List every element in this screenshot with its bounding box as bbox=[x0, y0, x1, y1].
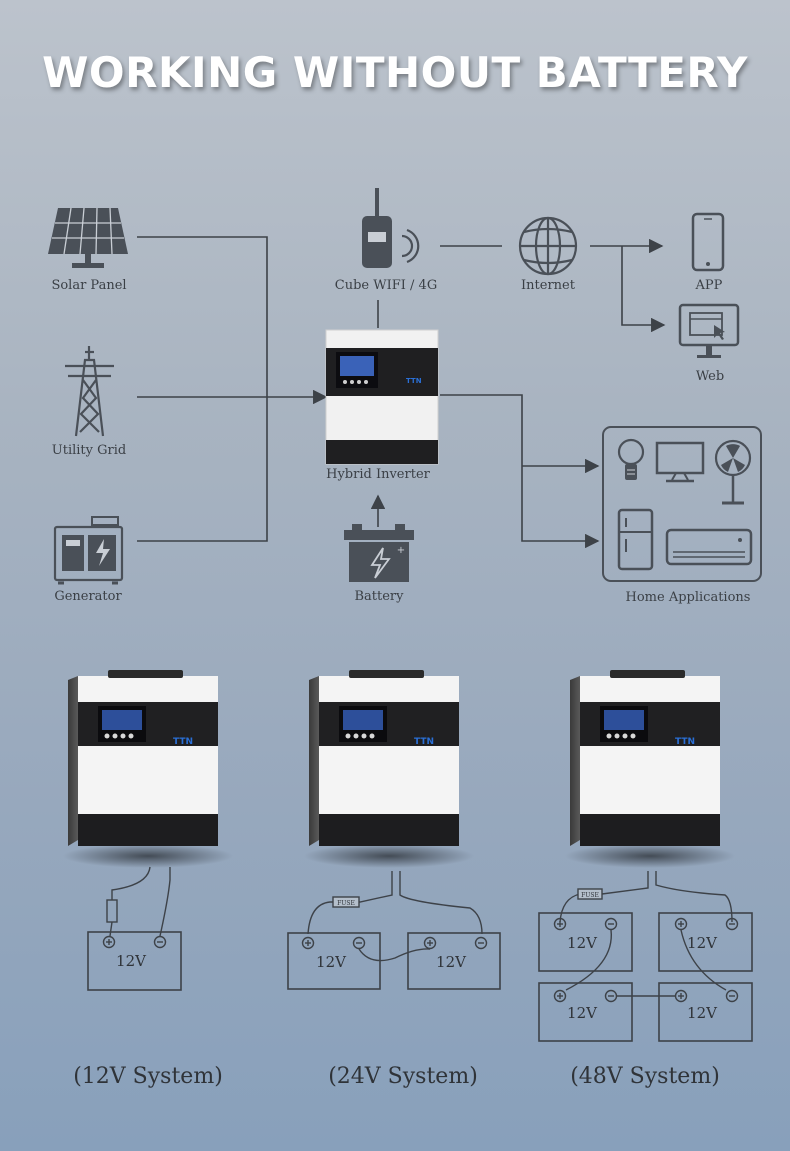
light-bulb-icon bbox=[617, 438, 645, 480]
inverter-brand-logo: TTN bbox=[406, 377, 422, 385]
web-label: Web bbox=[696, 369, 724, 384]
home-applications-box bbox=[602, 426, 762, 582]
battery-voltage-label: 12V bbox=[687, 1004, 718, 1022]
globe-icon bbox=[518, 216, 578, 276]
generator-label: Generator bbox=[54, 589, 122, 604]
app-label: APP bbox=[695, 278, 723, 293]
battery-icon: + bbox=[344, 524, 414, 582]
battery-voltage-label: 12V bbox=[567, 934, 598, 952]
home-applications-label: Home Applications bbox=[626, 590, 751, 605]
system-24v-label: (24V System) bbox=[328, 1064, 478, 1089]
svg-text:+: + bbox=[397, 545, 405, 556]
smartphone-icon bbox=[691, 212, 725, 272]
battery-voltage-label: 12V bbox=[567, 1004, 598, 1022]
wiring-48v bbox=[538, 871, 753, 1042]
inverter-product-12v: TTN bbox=[63, 670, 233, 868]
wifi-dongle-icon bbox=[362, 188, 420, 268]
battery-voltage-label: 12V bbox=[316, 953, 347, 971]
refrigerator-icon bbox=[617, 508, 654, 571]
fuse-label: FUSE bbox=[337, 900, 355, 907]
product-brand-logo: TTN bbox=[675, 737, 695, 747]
solar-panel-label: Solar Panel bbox=[51, 278, 126, 293]
television-icon bbox=[655, 441, 705, 483]
connection-lines bbox=[137, 236, 666, 549]
fan-icon bbox=[714, 439, 752, 505]
battery-voltage-label: 12V bbox=[116, 952, 147, 970]
page-title: WORKING WITHOUT BATTERY bbox=[42, 48, 748, 97]
battery-voltage-label: 12V bbox=[436, 953, 467, 971]
wiring-24v bbox=[287, 871, 501, 990]
battery-label: Battery bbox=[354, 589, 404, 604]
product-brand-logo: TTN bbox=[414, 737, 434, 747]
transmission-tower-icon bbox=[65, 346, 114, 437]
wifi-label: Cube WIFI / 4G bbox=[335, 278, 437, 293]
system-48v-label: (48V System) bbox=[570, 1064, 720, 1089]
web-monitor-icon bbox=[678, 303, 740, 358]
fuse-label: FUSE bbox=[581, 892, 599, 899]
air-conditioner-icon bbox=[665, 528, 753, 566]
system-12v-label: (12V System) bbox=[73, 1064, 223, 1089]
utility-grid-label: Utility Grid bbox=[52, 443, 126, 458]
generator-icon bbox=[53, 516, 124, 585]
inverter-label: Hybrid Inverter bbox=[326, 467, 431, 482]
product-brand-logo: TTN bbox=[173, 737, 193, 747]
wiring-12v bbox=[87, 866, 182, 991]
solar-panel-icon bbox=[48, 207, 128, 268]
internet-label: Internet bbox=[521, 278, 576, 293]
inverter-product-24v: TTN bbox=[304, 670, 474, 868]
inverter-product-48v: TTN bbox=[565, 670, 735, 868]
battery-voltage-label: 12V bbox=[687, 934, 718, 952]
hybrid-inverter-icon: TTN bbox=[325, 329, 439, 465]
